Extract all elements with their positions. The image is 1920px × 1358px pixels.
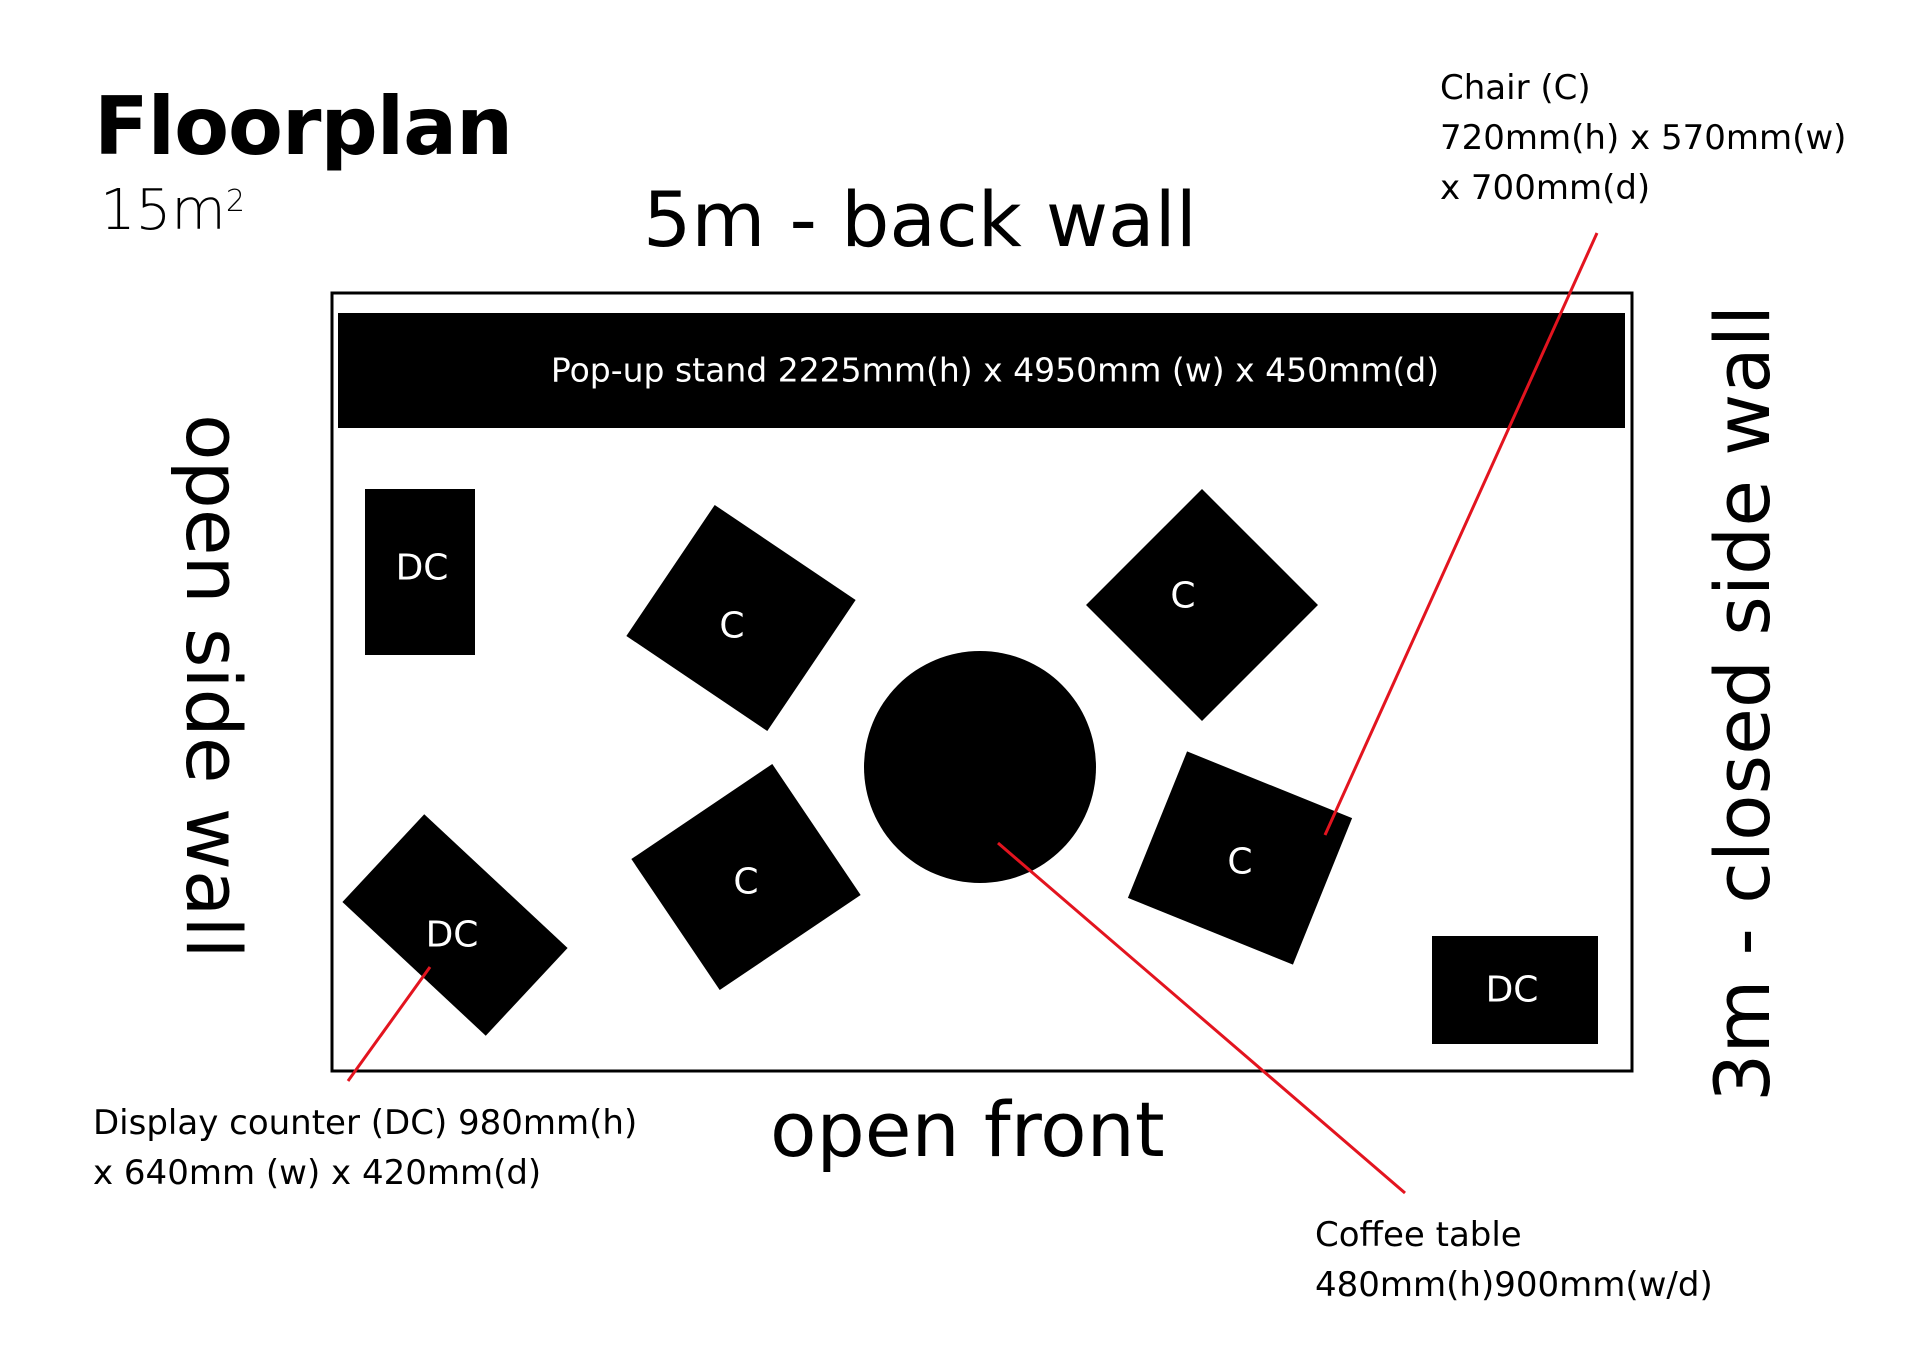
dc-label-bottom-left: DC — [425, 914, 479, 956]
area-superscript: 2 — [225, 184, 245, 219]
counter-annotation-line: x 640mm (w) x 420mm(d) — [93, 1153, 542, 1193]
back-wall-label: 5m - back wall — [643, 175, 1197, 264]
chair-top-right — [1086, 489, 1318, 721]
coffee-table — [864, 651, 1096, 883]
display-counter-bottom-right — [1432, 936, 1598, 1044]
area-label: 15m2 — [100, 178, 245, 243]
dc-label-top-left: DC — [395, 547, 449, 589]
popup-stand-label: Pop-up stand 2225mm(h) x 4950mm (w) x 45… — [550, 350, 1440, 390]
chair-bottom-left — [631, 763, 861, 991]
chair-label-top-right: C — [1170, 575, 1196, 617]
chair-annotation-line: Chair (C) — [1440, 68, 1591, 108]
floor-outline — [330, 291, 1634, 1073]
chair-label-bottom-right: C — [1227, 841, 1253, 883]
chair-annotation: Chair (C) 720mm(h) x 570mm(w) x 700mm(d) — [1440, 63, 1846, 213]
popup-stand — [338, 313, 1625, 428]
table-leader-line — [997, 841, 1406, 1195]
chair-top-left — [626, 504, 856, 732]
table-annotation-line: Coffee table — [1315, 1215, 1522, 1255]
chair-leader-line — [1323, 232, 1599, 836]
closed-side-wall-label: 3m - closed side wall — [1698, 304, 1787, 1102]
open-side-wall-label: open side wall — [169, 414, 258, 959]
display-counter-top-left — [365, 489, 475, 655]
front-label: open front — [770, 1085, 1165, 1174]
counter-leader-line — [346, 966, 432, 1082]
chair-annotation-line: x 700mm(d) — [1440, 168, 1651, 208]
chair-label-top-left: C — [719, 605, 745, 647]
chair-label-bottom-left: C — [733, 861, 759, 903]
chair-bottom-right — [1127, 751, 1353, 965]
area-value: 15m — [100, 178, 226, 243]
counter-annotation-line: Display counter (DC) 980mm(h) — [93, 1103, 638, 1143]
display-counter-bottom-left — [342, 814, 568, 1036]
table-annotation: Coffee table 480mm(h)900mm(w/d) — [1315, 1210, 1713, 1310]
dc-label-bottom-right: DC — [1485, 969, 1539, 1011]
page-title: Floorplan — [94, 80, 513, 173]
counter-annotation: Display counter (DC) 980mm(h) x 640mm (w… — [93, 1098, 637, 1198]
chair-annotation-line: 720mm(h) x 570mm(w) — [1440, 118, 1847, 158]
table-annotation-line: 480mm(h)900mm(w/d) — [1315, 1265, 1713, 1305]
